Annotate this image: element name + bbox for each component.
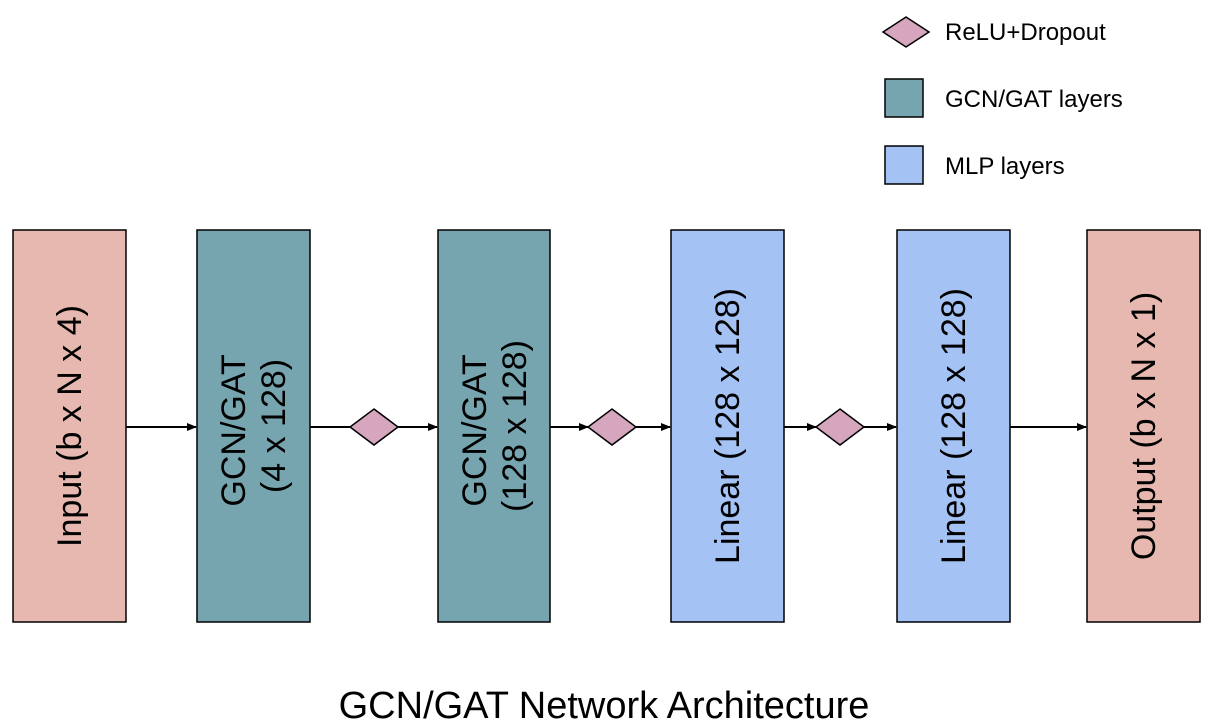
legend-label-mlp: MLP layers bbox=[945, 153, 1065, 180]
input-block-box bbox=[12, 229, 127, 623]
relu-dropout-node-1 bbox=[348, 408, 400, 446]
linear-layer-1-label: Linear (128 x 128) bbox=[709, 288, 747, 564]
legend-label-relu: ReLU+Dropout bbox=[945, 19, 1106, 46]
gnn-layer-2-box bbox=[437, 229, 551, 623]
relu-dropout-node-2 bbox=[586, 408, 638, 446]
linear-layer-2-block: Linear (128 x 128) bbox=[896, 229, 1011, 623]
legend: ReLU+Dropout GCN/GAT layers MLP layers bbox=[881, 16, 1123, 185]
gnn-layer-1-label: GCN/GAT (4 x 128) bbox=[215, 345, 293, 506]
gnn-layer-2-block: GCN/GAT (128 x 128) bbox=[437, 229, 551, 623]
input-block-label: Input (b x N x 4) bbox=[51, 305, 89, 547]
output-block-label: Output (b x N x 1) bbox=[1125, 292, 1163, 560]
relu-dropout-node-3 bbox=[814, 408, 866, 446]
gnn-layer-2-label: GCN/GAT (128 x 128) bbox=[456, 340, 534, 512]
gnn-layer-1-box bbox=[196, 229, 311, 623]
mlp-layers-legend-swatch bbox=[884, 145, 924, 185]
input-block: Input (b x N x 4) bbox=[12, 229, 127, 623]
gnn-layers-legend-swatch bbox=[884, 78, 924, 118]
diagram-caption: GCN/GAT Network Architecture bbox=[339, 685, 870, 727]
legend-label-gnn: GCN/GAT layers bbox=[945, 86, 1123, 113]
linear-layer-1-block: Linear (128 x 128) bbox=[670, 229, 785, 623]
output-block: Output (b x N x 1) bbox=[1086, 229, 1201, 623]
gnn-layer-1-block: GCN/GAT (4 x 128) bbox=[196, 229, 311, 623]
linear-layer-2-box bbox=[896, 229, 1011, 623]
linear-layer-2-label: Linear (128 x 128) bbox=[935, 288, 973, 564]
linear-layer-1-box bbox=[670, 229, 785, 623]
relu-dropout-legend-icon bbox=[881, 16, 931, 48]
output-block-box bbox=[1086, 229, 1201, 623]
